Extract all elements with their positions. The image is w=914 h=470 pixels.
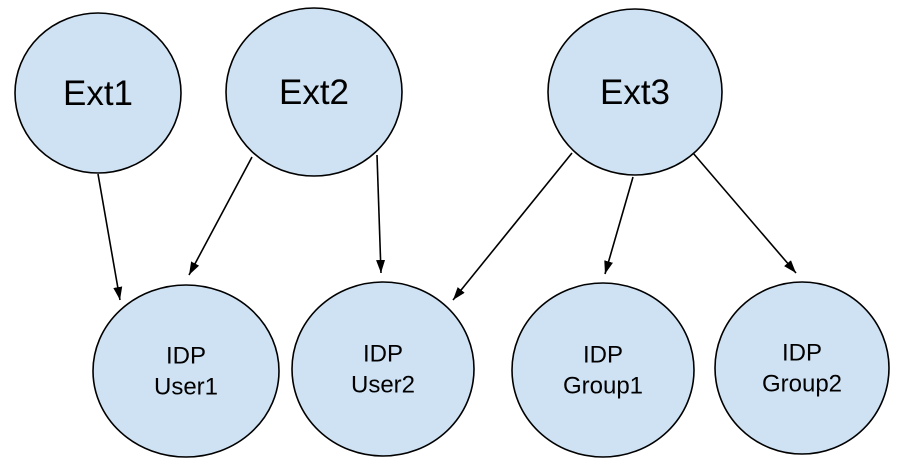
- node-shape-ext2[interactable]: [225, 7, 403, 177]
- node-ext1[interactable]: Ext1: [14, 12, 182, 174]
- node-label-idp-group1: IDP Group1: [563, 341, 643, 399]
- node-label-line: Group2: [762, 370, 842, 397]
- node-ext3[interactable]: Ext3: [547, 8, 723, 176]
- node-shape-idp-user2[interactable]: [291, 281, 475, 457]
- node-shape-idp-group2[interactable]: [714, 281, 890, 455]
- edges-layer: [97, 152, 797, 301]
- node-label-line: User1: [154, 373, 218, 400]
- node-ext2[interactable]: Ext2: [225, 7, 403, 177]
- node-shape-ext3[interactable]: [547, 8, 723, 176]
- edge-ext1-to-idp-user1: [97, 173, 123, 301]
- node-label-idp-user1: IDP User1: [154, 342, 218, 400]
- node-idp-group1[interactable]: IDP Group1: [511, 282, 695, 458]
- node-shape-ext1[interactable]: [14, 12, 182, 174]
- node-label-ext1: Ext1: [63, 74, 133, 113]
- node-label-idp-user2: IDP User2: [351, 340, 415, 398]
- node-label-line: IDP: [782, 339, 822, 366]
- node-idp-user2[interactable]: IDP User2: [291, 281, 475, 457]
- edge-ext3-to-idp-group2: [692, 152, 797, 274]
- node-label-line: IDP: [166, 342, 206, 369]
- node-label-line: IDP: [363, 340, 403, 367]
- edge-ext3-to-idp-user2: [452, 152, 573, 301]
- node-shape-idp-group1[interactable]: [511, 282, 695, 458]
- node-label-line: Ext3: [600, 73, 670, 112]
- edge-ext3-to-idp-group1: [604, 176, 634, 275]
- node-label-line: Ext1: [63, 74, 133, 113]
- node-label-line: Ext2: [279, 73, 349, 112]
- node-label-line: IDP: [583, 341, 623, 368]
- node-label-line: User2: [351, 371, 415, 398]
- node-idp-group2[interactable]: IDP Group2: [714, 281, 890, 455]
- node-idp-user1[interactable]: IDP User1: [92, 284, 280, 458]
- edge-ext2-to-idp-user1: [188, 156, 253, 276]
- node-shape-idp-user1[interactable]: [92, 284, 280, 458]
- node-label-ext3: Ext3: [600, 73, 670, 112]
- node-label-ext2: Ext2: [279, 73, 349, 112]
- node-label-idp-group2: IDP Group2: [762, 339, 842, 397]
- node-label-line: Group1: [563, 372, 643, 399]
- edge-ext2-to-idp-user2: [376, 154, 386, 274]
